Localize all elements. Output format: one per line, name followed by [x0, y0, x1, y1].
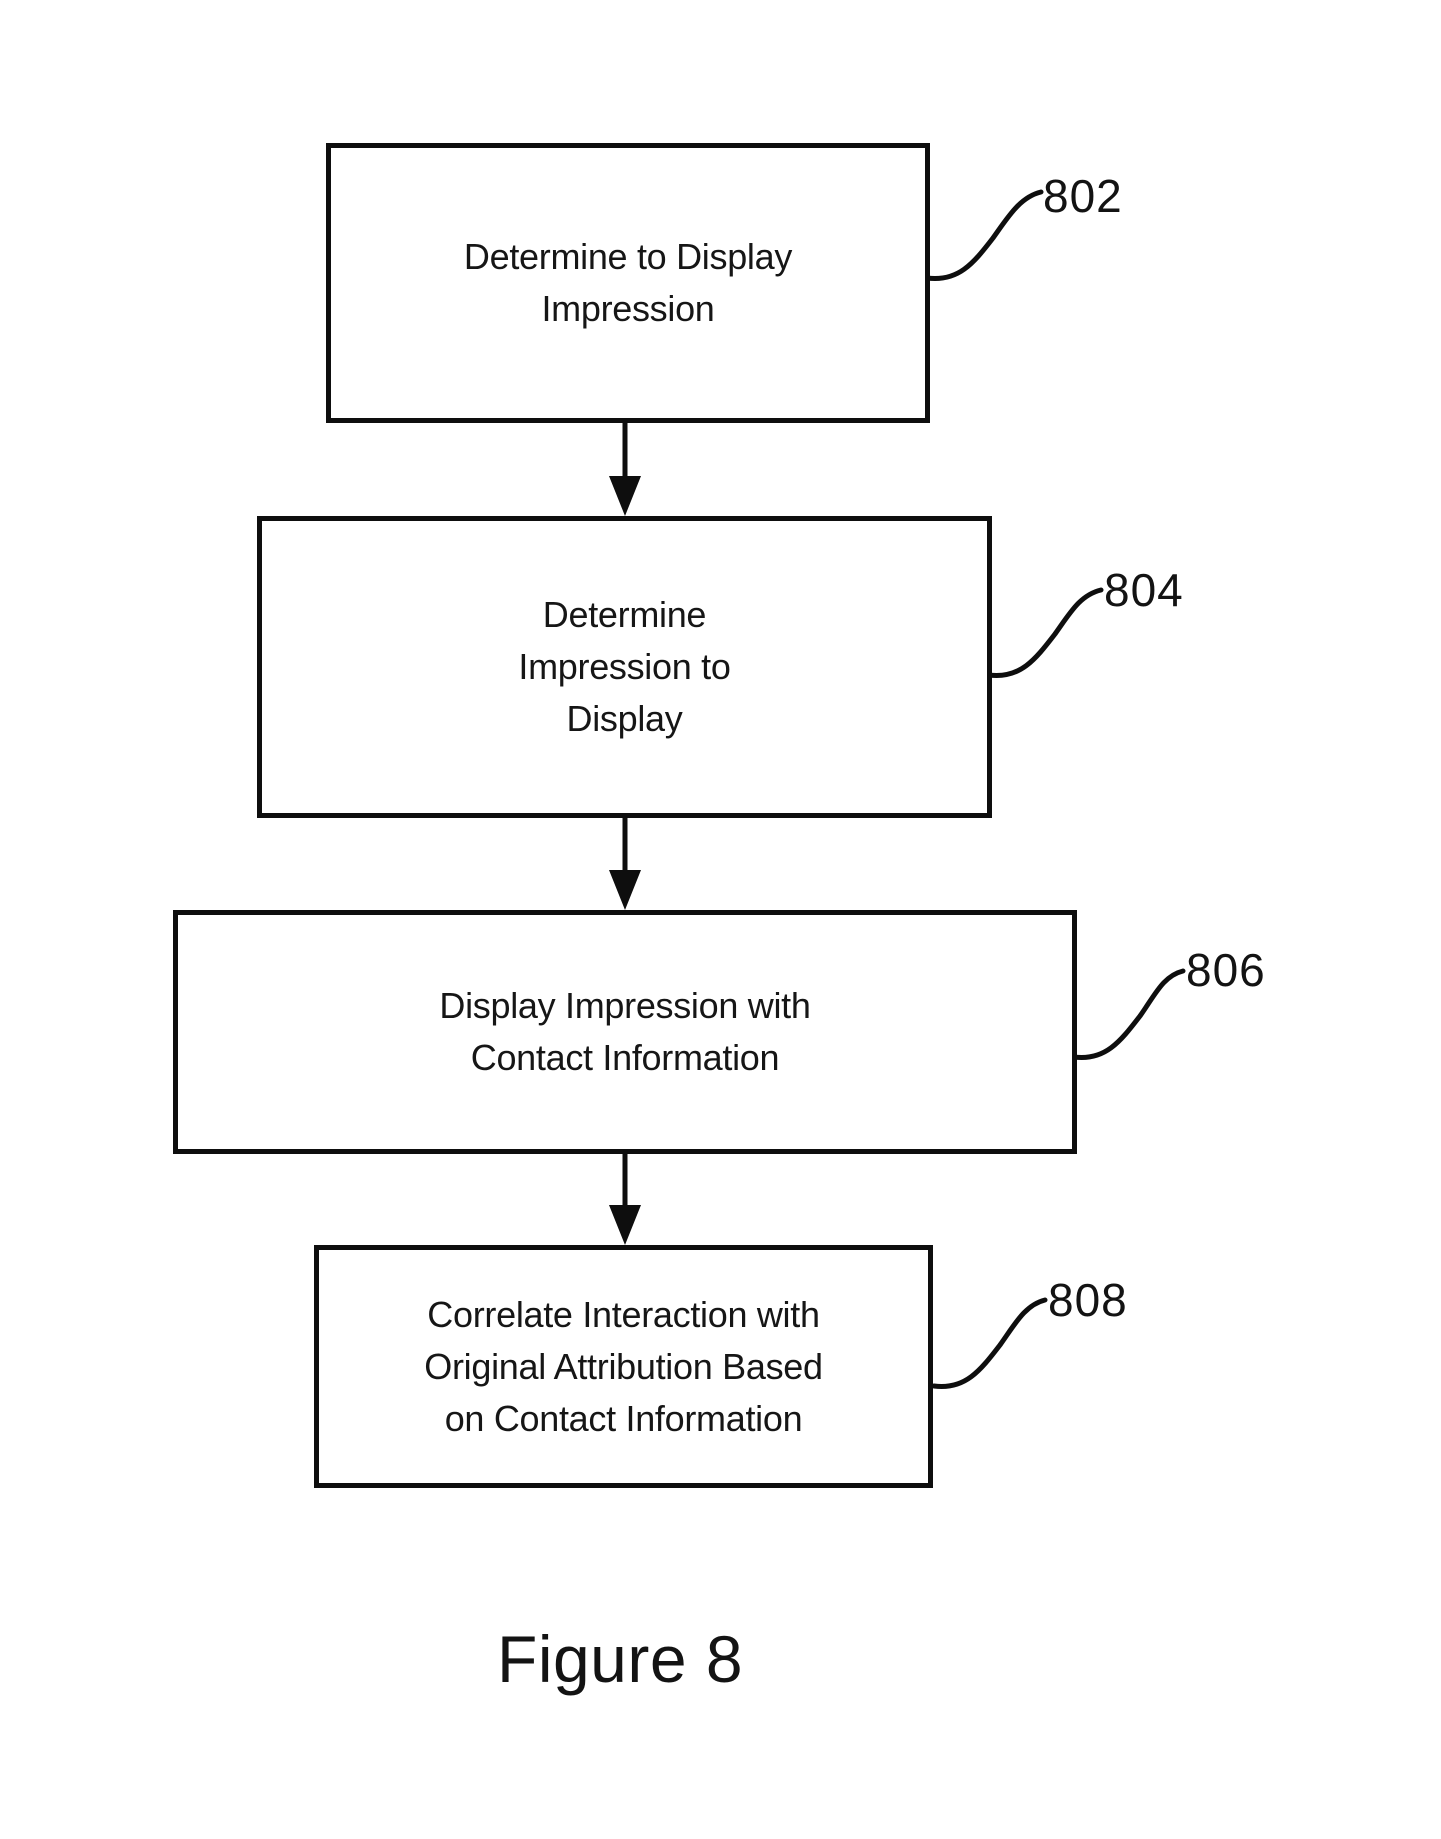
ref-label-802: 802 — [1043, 170, 1123, 222]
lead-line-804-icon — [986, 587, 1104, 679]
flow-box-804-line-3: Display — [566, 698, 683, 739]
flow-box-802-line-1: Determine to Display — [463, 236, 793, 277]
ref-label-808: 808 — [1048, 1274, 1128, 1326]
lead-line-808-icon — [931, 1297, 1048, 1390]
flow-box-806-line-1: Display Impression with — [439, 985, 811, 1026]
arrow-806-to-808-icon — [609, 1154, 641, 1245]
flow-box-806: Display Impression with Contact Informat… — [173, 910, 1077, 1154]
flow-box-808-text: Correlate Interaction with Original Attr… — [424, 1289, 823, 1445]
flow-box-808-line-3: on Contact Information — [444, 1397, 803, 1439]
flow-box-802-line-2: Impression — [541, 288, 715, 329]
flow-box-804: Determine Impression to Display — [257, 516, 992, 818]
ref-label-804: 804 — [1104, 564, 1184, 616]
flow-box-806-line-2: Contact Information — [470, 1037, 780, 1078]
flow-box-806-text: Display Impression with Contact Informat… — [439, 980, 811, 1084]
flow-box-802: Determine to Display Impression — [326, 143, 930, 423]
flow-box-804-line-2: Impression to — [518, 646, 731, 687]
arrow-802-to-804-icon — [609, 423, 641, 516]
flow-box-808: Correlate Interaction with Original Attr… — [314, 1245, 933, 1488]
flow-box-804-line-1: Determine — [542, 594, 707, 635]
flow-box-808-line-2: Original Attribution Based — [424, 1345, 823, 1387]
flow-box-804-text: Determine Impression to Display — [518, 589, 731, 745]
flow-box-808-line-1: Correlate Interaction with — [427, 1293, 820, 1335]
flow-box-802-text: Determine to Display Impression — [464, 231, 792, 335]
lead-line-806-icon — [1071, 968, 1186, 1061]
lead-line-802-icon — [924, 189, 1044, 282]
ref-label-806: 806 — [1186, 944, 1266, 996]
figure-caption: Figure 8 — [497, 1622, 744, 1696]
arrow-804-to-806-icon — [609, 818, 641, 910]
